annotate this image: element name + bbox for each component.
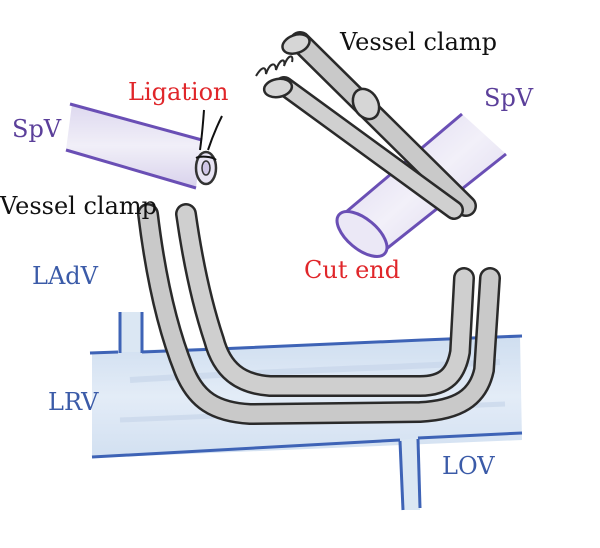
label-vessel-clamp-left: Vessel clamp: [0, 192, 157, 220]
spv-left-vessel: [65, 102, 223, 190]
label-lrv: LRV: [48, 388, 99, 416]
label-lov: LOV: [442, 452, 495, 480]
label-spv-right: SpV: [484, 84, 534, 112]
label-cut-end: Cut end: [304, 256, 400, 284]
spv-clamp: [255, 31, 477, 220]
label-ligation: Ligation: [128, 78, 229, 106]
lov-vessel: [398, 438, 422, 511]
label-spv-left: SpV: [12, 115, 62, 143]
label-ladv: LAdV: [32, 262, 99, 290]
label-vessel-clamp-top: Vessel clamp: [339, 28, 497, 56]
lrv-clamp: [137, 203, 501, 426]
ladv-vessel: [118, 312, 144, 353]
